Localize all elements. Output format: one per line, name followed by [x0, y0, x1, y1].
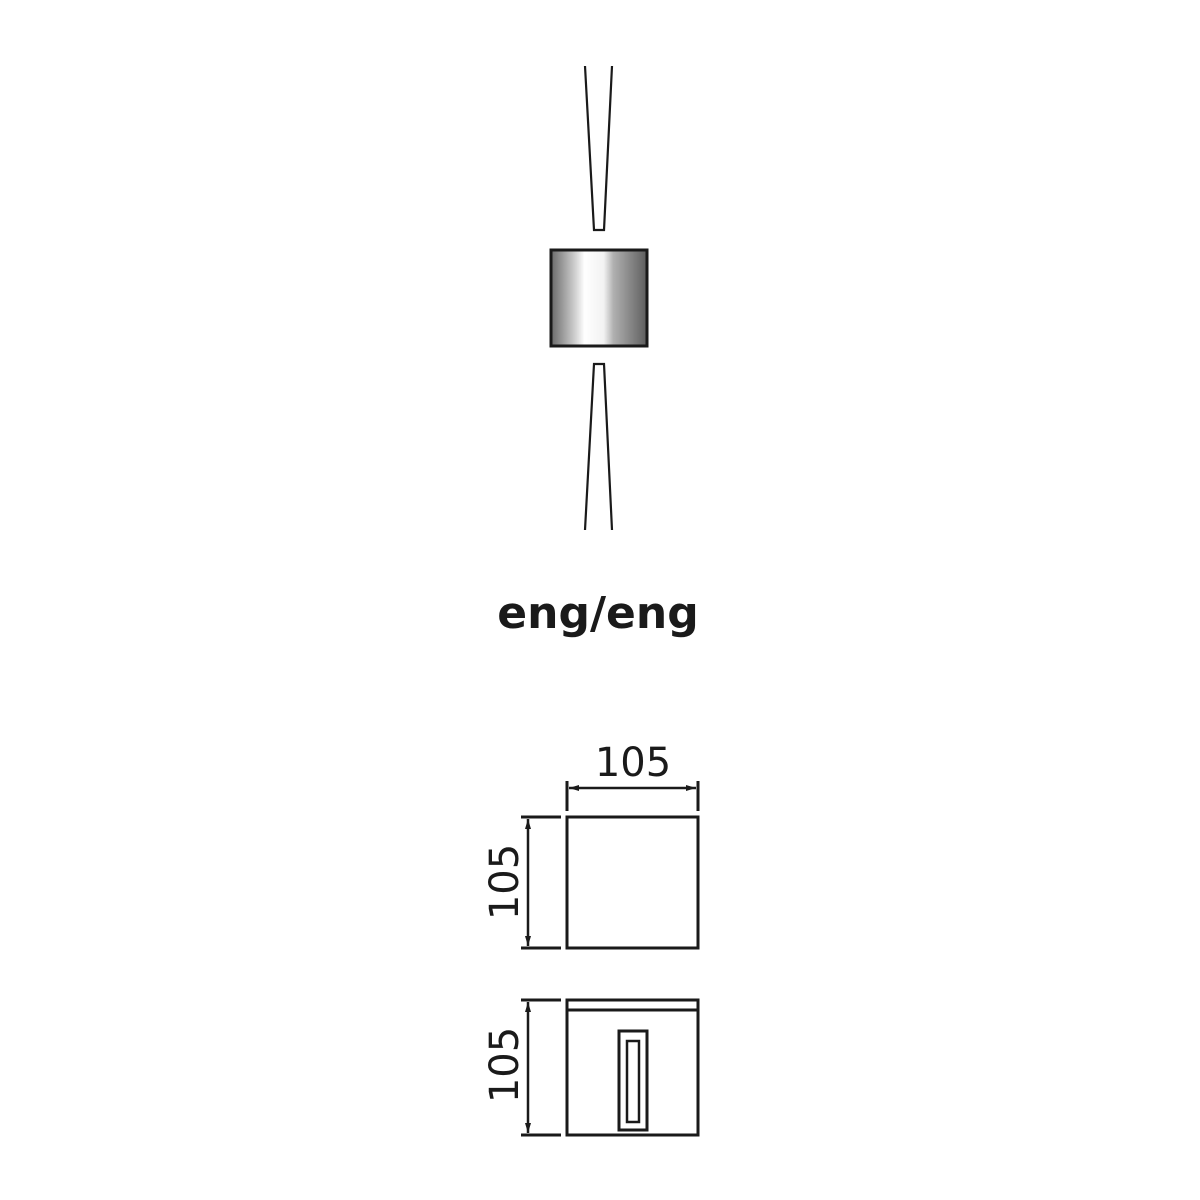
side-view [565, 998, 700, 1137]
width-dimension-label: 105 [595, 740, 671, 786]
luminaire-cylinder [549, 248, 649, 348]
side-window-outer [617, 1029, 649, 1132]
upper-beam [583, 65, 614, 232]
lower-beam [583, 362, 614, 531]
front-view [565, 815, 700, 950]
side-window-inner [625, 1039, 641, 1124]
side-height-dimension-label: 105 [482, 1027, 528, 1103]
beam-label: eng/eng [497, 588, 698, 639]
height-dimension-label: 105 [482, 844, 528, 920]
